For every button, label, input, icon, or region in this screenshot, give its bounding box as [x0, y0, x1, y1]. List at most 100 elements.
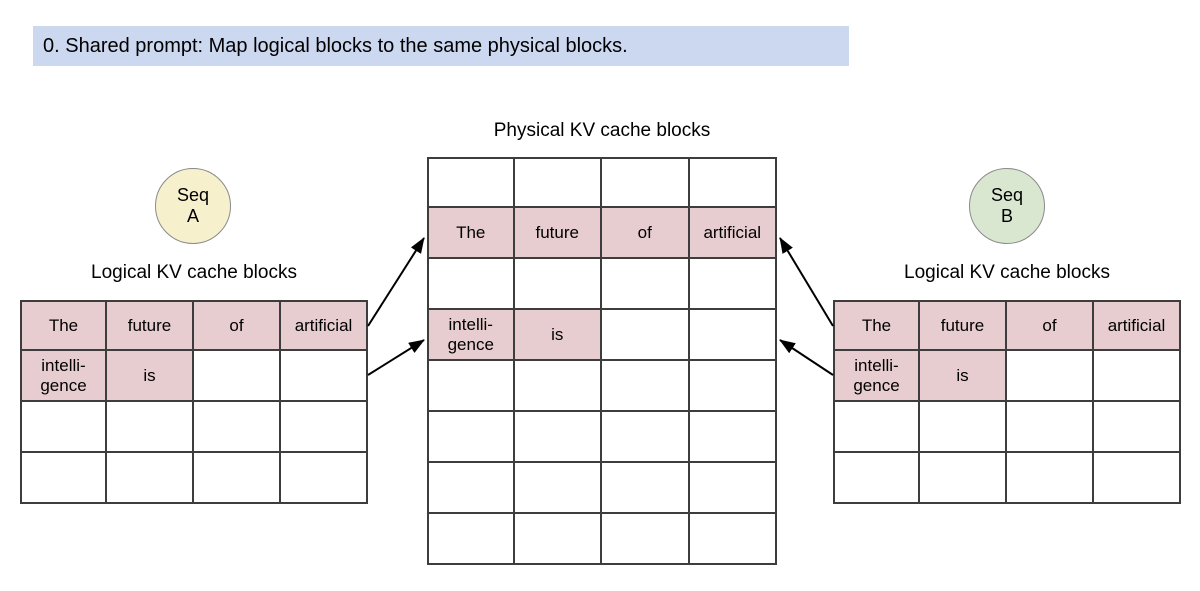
- kv-block-empty: [920, 453, 1007, 504]
- kv-block-empty: [1007, 453, 1094, 504]
- kv-block-token: The: [456, 222, 486, 242]
- kv-block-empty: [689, 361, 777, 412]
- slide-title-text: 0. Shared prompt: Map logical blocks to …: [43, 35, 628, 57]
- kv-block-filled: artificial: [281, 300, 368, 351]
- kv-block-empty: [427, 361, 515, 412]
- kv-block-empty: [1094, 402, 1181, 453]
- kv-block-empty: [514, 412, 602, 463]
- kv-block-filled: intelli- gence: [833, 351, 920, 402]
- arrow-a-row0-to-physical-row1: [367, 237, 425, 327]
- kv-block-filled: future: [514, 208, 602, 259]
- kv-block-filled: The: [833, 300, 920, 351]
- sequence-a-badge: Seq A: [155, 168, 231, 244]
- kv-block-empty: [1007, 351, 1094, 402]
- kv-block-empty: [194, 351, 281, 402]
- kv-block-empty: [427, 412, 515, 463]
- kv-block-filled: of: [602, 208, 690, 259]
- kv-block-token: intelli- gence: [40, 355, 87, 395]
- logical-kv-grid-a: The future of artificial intelli- gence is: [20, 300, 368, 504]
- kv-block-empty: [920, 402, 1007, 453]
- sequence-b-badge-line1: Seq: [990, 185, 1024, 205]
- kv-block-empty: [514, 361, 602, 412]
- kv-block-empty: [1007, 402, 1094, 453]
- kv-block-token: The: [48, 315, 79, 335]
- kv-block-empty: [194, 453, 281, 504]
- kv-block-filled: The: [427, 208, 515, 259]
- kv-block-filled: intelli- gence: [20, 351, 107, 402]
- kv-block-filled: future: [107, 300, 194, 351]
- logical-kv-grid-b: The future of artificial intelli- gence is: [833, 300, 1181, 504]
- kv-block-empty: [514, 514, 602, 565]
- kv-block-filled: is: [107, 351, 194, 402]
- kv-block-empty: [514, 157, 602, 208]
- kv-block-empty: [281, 351, 368, 402]
- kv-block-empty: [689, 412, 777, 463]
- kv-block-empty: [602, 463, 690, 514]
- kv-block-token: The: [861, 315, 892, 335]
- arrow-a-row1-to-physical-row3: [367, 339, 425, 376]
- kv-block-filled: The: [20, 300, 107, 351]
- kv-block-filled: is: [514, 310, 602, 361]
- arrow-b-row0-to-physical-row1: [779, 237, 834, 327]
- kv-block-empty: [833, 402, 920, 453]
- kv-block-empty: [427, 463, 515, 514]
- kv-block-empty: [689, 463, 777, 514]
- sequence-a-badge-line2: A: [186, 206, 199, 226]
- kv-block-empty: [107, 453, 194, 504]
- kv-block-token: is: [956, 365, 969, 385]
- kv-block-filled: of: [1007, 300, 1094, 351]
- sequence-a-badge-line1: Seq: [176, 185, 210, 205]
- kv-block-empty: [427, 514, 515, 565]
- kv-block-token: of: [637, 222, 652, 242]
- kv-block-empty: [689, 310, 777, 361]
- kv-block-empty: [427, 157, 515, 208]
- kv-block-empty: [689, 259, 777, 310]
- kv-block-token: is: [143, 365, 156, 385]
- kv-block-empty: [20, 453, 107, 504]
- logical-blocks-caption-a: Logical KV cache blocks: [91, 262, 297, 283]
- kv-block-token: of: [229, 315, 244, 335]
- kv-block-empty: [281, 453, 368, 504]
- kv-block-token: artificial: [1107, 315, 1166, 335]
- kv-block-token: future: [127, 315, 172, 335]
- kv-block-token: of: [1042, 315, 1057, 335]
- kv-block-filled: artificial: [689, 208, 777, 259]
- kv-block-token: future: [535, 222, 579, 242]
- kv-block-empty: [602, 412, 690, 463]
- physical-blocks-caption: Physical KV cache blocks: [493, 120, 711, 141]
- kv-block-empty: [514, 463, 602, 514]
- kv-block-empty: [20, 402, 107, 453]
- kv-block-token: artificial: [294, 315, 353, 335]
- kv-block-empty: [689, 514, 777, 565]
- kv-block-token: is: [551, 324, 564, 344]
- kv-block-filled: intelli- gence: [427, 310, 515, 361]
- kv-block-filled: future: [920, 300, 1007, 351]
- slide-title-banner: 0. Shared prompt: Map logical blocks to …: [33, 26, 849, 66]
- kv-block-empty: [1094, 351, 1181, 402]
- kv-block-token: artificial: [703, 222, 762, 242]
- kv-block-empty: [194, 402, 281, 453]
- kv-block-empty: [1094, 453, 1181, 504]
- kv-block-empty: [107, 402, 194, 453]
- kv-block-token: intelli- gence: [447, 314, 494, 354]
- kv-block-empty: [602, 157, 690, 208]
- kv-block-token: future: [940, 315, 985, 335]
- kv-block-empty: [602, 310, 690, 361]
- kv-block-filled: is: [920, 351, 1007, 402]
- arrow-b-row1-to-physical-row3: [779, 339, 834, 376]
- kv-block-empty: [514, 259, 602, 310]
- kv-block-empty: [689, 157, 777, 208]
- kv-block-empty: [281, 402, 368, 453]
- kv-block-empty: [427, 259, 515, 310]
- physical-kv-grid: The future of artificial intelli- gence is: [427, 157, 777, 565]
- sequence-b-badge-line2: B: [1000, 206, 1013, 226]
- kv-block-empty: [602, 259, 690, 310]
- kv-block-empty: [833, 453, 920, 504]
- logical-blocks-caption-b: Logical KV cache blocks: [904, 262, 1110, 283]
- kv-block-filled: artificial: [1094, 300, 1181, 351]
- sequence-b-badge: Seq B: [969, 168, 1045, 244]
- kv-block-empty: [602, 361, 690, 412]
- kv-block-token: intelli- gence: [853, 355, 900, 395]
- kv-block-empty: [602, 514, 690, 565]
